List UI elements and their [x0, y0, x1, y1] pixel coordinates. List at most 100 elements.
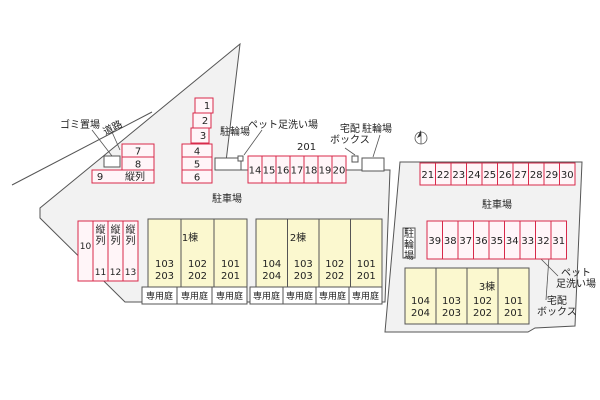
parking-left-label: 駐車場 — [212, 194, 242, 205]
parking-top-number: 17 — [291, 166, 304, 177]
bike-parking-left-label: 駐輪場 — [220, 127, 250, 138]
private-garden-label: 専用庭 — [146, 290, 173, 302]
bike-shelter-top — [361, 157, 385, 172]
parking-top-number: 18 — [305, 166, 318, 177]
garbage-box — [103, 155, 121, 168]
building3-name: 3棟 — [479, 280, 495, 293]
leader-road — [111, 131, 121, 151]
building2-unit-number: 101 — [357, 259, 376, 270]
parking-right-top-number: 25 — [483, 170, 496, 181]
parking-9-tandem-label: 縦列 — [125, 170, 145, 183]
building2-unit — [287, 218, 320, 288]
delivery-top-label: 宅配 ボックス — [330, 124, 370, 146]
private-garden-label: 専用庭 — [319, 290, 346, 302]
parking-right-label: 駐車場 — [482, 200, 512, 211]
road-line — [11, 111, 153, 186]
parking-top-space — [331, 155, 347, 184]
parking-top-number: 20 — [333, 166, 346, 177]
building1-unit-number: 101 — [221, 259, 240, 270]
building2-unit-number: 102 — [325, 259, 344, 270]
building3-unit-number: 203 — [442, 308, 461, 319]
building1-name: 1棟 — [182, 231, 198, 244]
leader-garbage — [91, 129, 113, 157]
delivery-right-label: 宅配 ボックス — [537, 296, 577, 318]
parking-left-space — [122, 220, 139, 282]
building2-unit-number: 202 — [325, 271, 344, 282]
parking-right-bottom-number: 37 — [459, 236, 472, 247]
parking-9-number: 9 — [97, 172, 103, 183]
parking-right-bottom-number: 36 — [475, 236, 488, 247]
building3-unit-number: 103 — [442, 296, 461, 307]
building3-unit — [497, 267, 530, 325]
building2-unit — [350, 218, 383, 288]
private-garden-label: 専用庭 — [181, 290, 208, 302]
parking-c-number: 7 — [135, 147, 141, 158]
parking-right-top-space — [559, 162, 576, 186]
parking-left-tandem: 縦 — [126, 223, 136, 236]
parking-left-number: 11 — [95, 268, 106, 278]
parking-left-tandem: 列 — [126, 234, 136, 247]
north-arrow-icon — [414, 130, 428, 145]
parking-right-bottom-number: 38 — [444, 236, 457, 247]
parking-b-number: 6 — [194, 173, 200, 184]
building3-unit — [404, 267, 437, 325]
private-garden-label: 専用庭 — [253, 290, 280, 302]
building2-name: 2棟 — [290, 231, 306, 244]
building3-unit-number: 101 — [504, 296, 523, 307]
building3-unit-number: 202 — [473, 308, 492, 319]
parking-right-top-number: 28 — [530, 170, 543, 181]
private-garden — [348, 286, 383, 305]
building2-unit-number: 203 — [294, 271, 313, 282]
private-garden-label: 専用庭 — [352, 290, 379, 302]
building1-unit-number: 102 — [188, 259, 207, 270]
bike-parking-right-label: 駐輪場 — [404, 229, 414, 262]
parking-right-bottom-number: 35 — [490, 236, 503, 247]
parking-right-bottom-number: 39 — [428, 236, 441, 247]
building1-unit-number: 103 — [155, 259, 174, 270]
parking-top-number: 16 — [277, 166, 290, 177]
building3-unit-number: 204 — [411, 308, 430, 319]
parking-a-number: 2 — [202, 116, 208, 127]
parking-a-number: 3 — [200, 131, 206, 142]
building3-unit-number: 201 — [504, 308, 523, 319]
private-garden — [211, 286, 248, 305]
parking-top-number: 15 — [263, 166, 276, 177]
building1-unit — [213, 218, 248, 288]
pet-wash-mark-top — [237, 155, 244, 162]
building1-unit-number: 201 — [221, 271, 240, 282]
parking-left-tandem: 列 — [96, 234, 106, 247]
parking-right-bottom-number: 33 — [521, 236, 534, 247]
private-garden-label: 専用庭 — [216, 290, 243, 302]
parking-right-bottom-number: 34 — [506, 236, 519, 247]
leader-bike-top — [372, 134, 381, 158]
parking-right-top-number: 24 — [468, 170, 481, 181]
parking-right-top-number: 23 — [452, 170, 465, 181]
building1-unit — [180, 218, 215, 288]
parking-right-top-number: 27 — [514, 170, 527, 181]
leader-delivery-top — [344, 147, 356, 156]
parking-left-number: 13 — [125, 268, 136, 278]
building3-unit — [466, 267, 499, 325]
building3-unit-number: 102 — [473, 296, 492, 307]
parking-right-bottom-space — [550, 220, 567, 260]
parking-right-top-number: 22 — [437, 170, 450, 181]
parking-left-tandem: 縦 — [111, 223, 121, 236]
parking-9-space — [91, 169, 155, 184]
parking-top-number: 19 — [319, 166, 332, 177]
building2-unit-number: 103 — [294, 259, 313, 270]
bike-parking-top-label: 駐輪場 — [362, 124, 392, 135]
parking-left-tandem: 縦 — [96, 223, 106, 236]
parking-right-top-number: 21 — [421, 170, 434, 181]
parking-right-top-number: 29 — [545, 170, 558, 181]
bike-shelter-left — [214, 157, 242, 171]
private-garden-label: 専用庭 — [286, 290, 313, 302]
parking-right-bottom-number: 31 — [552, 236, 565, 247]
garbage-label: ゴミ置場 — [60, 120, 100, 131]
delivery-box-top — [351, 155, 359, 163]
leader-pet-top — [243, 129, 263, 156]
parking-right-bottom-number: 32 — [537, 236, 550, 247]
pet-wash-right-label: ペット 足洗い場 — [556, 268, 596, 290]
parking-right-top-number: 26 — [499, 170, 512, 181]
building2-unit-number: 104 — [262, 259, 281, 270]
